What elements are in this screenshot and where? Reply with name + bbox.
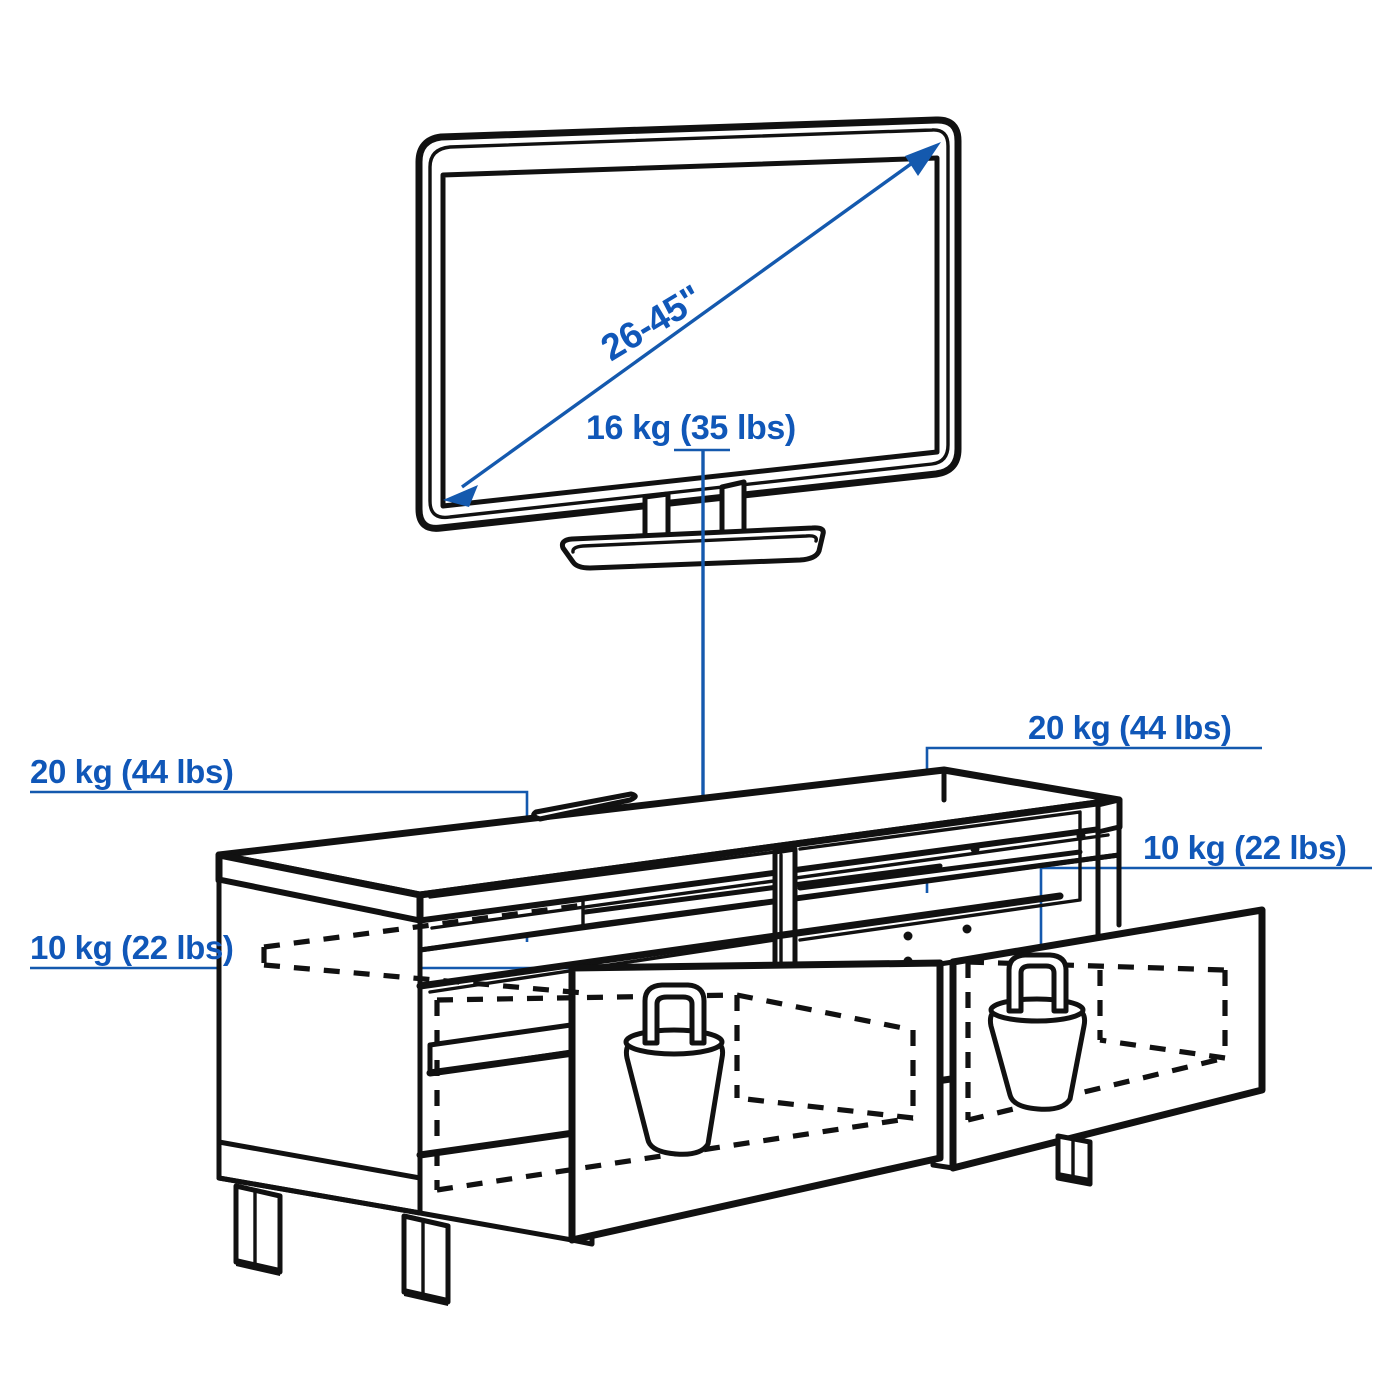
tv-stand-base <box>559 525 826 571</box>
leg-front-left <box>233 1183 283 1275</box>
bench-label-top-right: 20 kg (44 lbs) <box>1028 709 1232 746</box>
bench-lower-top-rail <box>416 892 1064 990</box>
bench-label-top-left: 20 kg (44 lbs) <box>30 753 234 790</box>
weight-handle-left <box>642 982 707 1046</box>
bench-upper-right-back-wall <box>798 810 1082 942</box>
bench-upper-right-shelf <box>797 849 1083 891</box>
bench-lower-left-shelf-edge <box>426 1047 592 1077</box>
weight-icon-left-drawer <box>623 982 726 1157</box>
cable-slot <box>531 791 638 822</box>
screw-hole-1 <box>970 844 980 854</box>
bench-shelf-inner-edge <box>417 852 1122 953</box>
bench-legs <box>233 1133 1093 1306</box>
tv-inner-bezel <box>428 128 950 520</box>
bench-left-side-rail <box>216 1139 423 1181</box>
bench-label-bottom-left: 10 kg (22 lbs) <box>30 929 234 966</box>
bench-right-side-top <box>1095 797 1122 835</box>
dash-upper-left-a <box>263 902 585 950</box>
weight-body-left <box>623 1038 726 1157</box>
dash-right-drawer-botright <box>1099 1037 1226 1061</box>
tv-weight-label: 16 kg (35 lbs) <box>586 409 796 447</box>
leg-rear-right-foot <box>1058 1172 1090 1186</box>
screw-hole-4 <box>962 924 972 934</box>
dash-right-drawer-bottom <box>967 1055 1226 1123</box>
tv-stand-base-edge <box>571 534 818 554</box>
weight-handle-right <box>1006 952 1069 1014</box>
tv-diagonal-arrow <box>443 142 941 507</box>
weight-top-left <box>623 1027 725 1057</box>
dash-upper-left-b <box>263 962 585 996</box>
tv-screen <box>440 155 940 509</box>
tv-outer-bezel <box>415 116 962 532</box>
screw-hole-2 <box>1076 831 1086 841</box>
diagonal-arrow-head-bottom <box>443 485 478 507</box>
tv-bench-illustration <box>215 766 1266 1306</box>
leg-front-left-foot <box>236 1258 280 1276</box>
weight-top-right <box>988 996 1086 1024</box>
bench-bottom-front-left <box>417 1210 575 1243</box>
screw-hole-3 <box>903 931 913 941</box>
leg-front-center-foot <box>404 1288 448 1306</box>
weight-body-right <box>987 1006 1088 1112</box>
bench-upper-mid-shelf-line <box>582 863 943 915</box>
weight-icon-right-drawer <box>987 952 1088 1112</box>
diagonal-arrow-head-top <box>905 142 941 176</box>
leg-front-center <box>401 1213 451 1305</box>
television-illustration <box>415 116 962 571</box>
bench-label-bottom-right: 10 kg (22 lbs) <box>1143 829 1347 866</box>
